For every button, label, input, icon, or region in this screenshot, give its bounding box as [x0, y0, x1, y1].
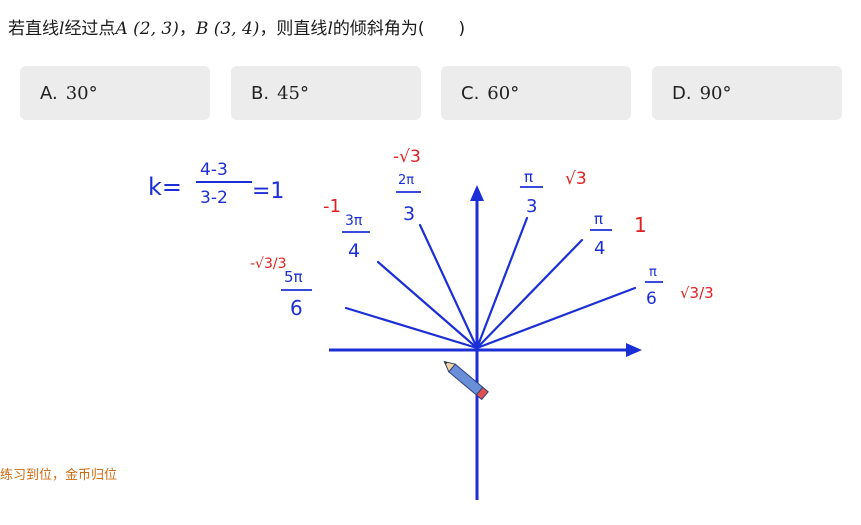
- ray-pi-over-3: [475, 216, 529, 350]
- slope-labels: √3 1 √3/3 -√3 -1 -√3/3: [250, 147, 714, 302]
- question-prefix: 若直线: [8, 19, 59, 39]
- angle-5pi-6-den: 6: [290, 296, 303, 320]
- slope-sqrt3-over-3: √3/3: [680, 284, 714, 302]
- option-d-button[interactable]: D. 90°: [652, 66, 842, 120]
- option-c-button[interactable]: C. 60°: [441, 66, 631, 120]
- line-variable: l: [59, 19, 65, 39]
- angle-rays: [344, 216, 637, 350]
- angle-2pi-3-num: 2π: [398, 173, 414, 188]
- slope-neg-sqrt3-over-3: -√3/3: [250, 256, 287, 272]
- slope-numerator: 4-3: [200, 160, 228, 180]
- option-value: 45°: [277, 82, 309, 104]
- point-a: A (2, 3): [115, 19, 179, 39]
- question-suffix-1: ，则直线: [259, 19, 328, 39]
- angle-labels: π 3 π 4 π 6 2π 3 3π 4 5π 6: [281, 168, 663, 320]
- option-value: 60°: [487, 82, 520, 104]
- x-axis-arrow-icon: [626, 343, 642, 357]
- angle-3pi-4-den: 4: [348, 240, 360, 262]
- angle-pi-6-den: 6: [646, 289, 657, 309]
- y-axis-arrow-icon: [470, 185, 484, 201]
- angle-2pi-3-den: 3: [403, 203, 415, 225]
- slope-neg-sqrt3: -√3: [393, 147, 421, 167]
- option-value: 30°: [65, 82, 98, 104]
- slope-formula: k= 4-3 3-2 =1: [148, 160, 284, 208]
- angle-3pi-4-num: 3π: [345, 213, 363, 229]
- ray-2pi-over-3: [418, 223, 479, 350]
- slope-result: =1: [252, 179, 284, 204]
- option-letter: A.: [40, 82, 58, 104]
- option-b-button[interactable]: B. 45°: [231, 66, 421, 120]
- option-letter: C.: [461, 82, 480, 104]
- slope-denominator: 3-2: [200, 188, 228, 208]
- question-mid: 经过点: [64, 19, 116, 39]
- angle-pi-6-num: π: [649, 265, 657, 280]
- answer-options: A. 30° B. 45° C. 60° D. 90°: [0, 66, 861, 122]
- ray-5pi-over-6: [344, 306, 479, 350]
- angle-pi-4-num: π: [594, 210, 603, 228]
- angle-5pi-6-num: 5π: [284, 268, 303, 286]
- ray-pi-over-6: [475, 286, 637, 350]
- angle-pi-3-den: 3: [526, 196, 537, 217]
- ray-pi-over-4: [475, 238, 584, 350]
- slope-one: 1: [634, 213, 647, 237]
- question-text: 若直线l经过点A (2, 3)，B (3, 4)，则直线l的倾斜角为( ): [8, 14, 465, 39]
- pencil-cursor-icon: [443, 360, 489, 401]
- angle-pi-3-num: π: [524, 168, 533, 186]
- handwriting-board: k= 4-3 3-2 =1 π 3 π 4 π 6 2π 3 3π 4 5π 6: [148, 147, 714, 500]
- option-value: 90°: [699, 82, 732, 104]
- coin-reward-badge: 练习到位，金币归位: [0, 468, 118, 483]
- slope-sqrt3: √3: [565, 169, 587, 189]
- ray-3pi-over-4: [376, 260, 479, 350]
- coordinate-axes: [329, 185, 642, 500]
- option-letter: B.: [251, 82, 270, 104]
- option-letter: D.: [672, 82, 692, 104]
- question-separator: ，: [178, 19, 196, 39]
- option-a-button[interactable]: A. 30°: [20, 66, 210, 120]
- angle-pi-4-den: 4: [594, 238, 605, 259]
- point-b: B (3, 4): [195, 19, 260, 39]
- line-variable-2: l: [327, 19, 333, 39]
- question-suffix-2: 的倾斜角为( ): [332, 19, 466, 39]
- slope-k-label: k=: [148, 173, 182, 201]
- slope-neg-one: -1: [323, 196, 341, 217]
